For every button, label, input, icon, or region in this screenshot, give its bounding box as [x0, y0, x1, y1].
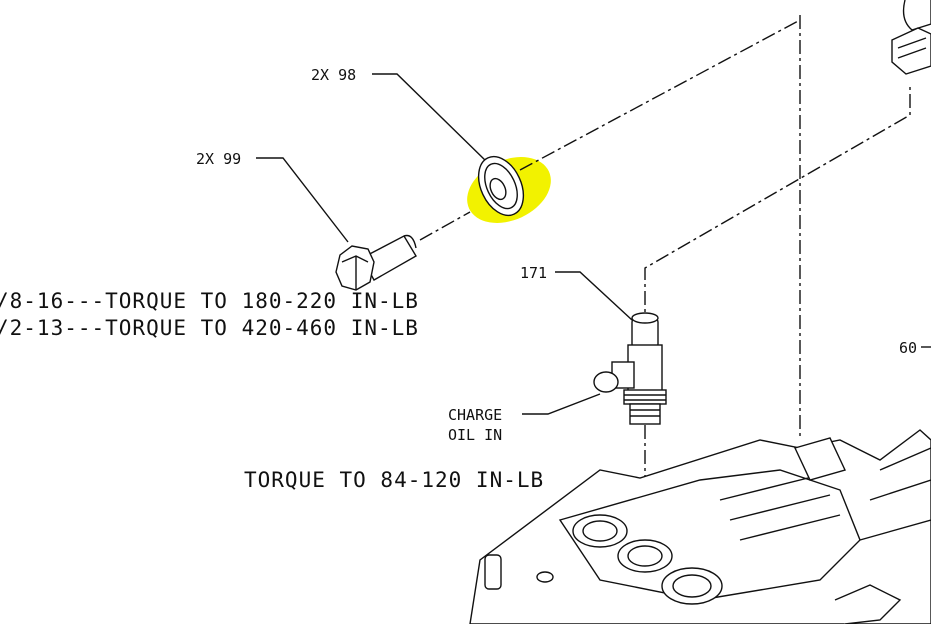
torque-note-a: /8-16---TORQUE TO 180-220 IN-LB	[0, 289, 419, 313]
callout-bolt: 2X 99	[196, 150, 241, 168]
callout-charge-line1: CHARGE	[448, 406, 502, 424]
leader-washer	[372, 73, 488, 163]
callout-right-edge: 60	[899, 339, 917, 357]
leader-bolt	[256, 157, 349, 243]
washer-part	[477, 155, 525, 217]
hose-fitting-part	[891, 0, 931, 75]
callout-tee-fitting: 171	[520, 264, 547, 282]
torque-note-fitting: TORQUE TO 84-120 IN-LB	[244, 468, 544, 492]
leader-fitting	[555, 271, 633, 321]
leader-charge	[522, 393, 601, 415]
washer-axis-line	[419, 19, 801, 241]
torque-note-b: /2-13---TORQUE TO 420-460 IN-LB	[0, 316, 419, 340]
pump-body	[469, 429, 931, 624]
bolt-part	[335, 234, 417, 291]
callout-washer: 2X 98	[311, 66, 356, 84]
fitting-phantom-line	[644, 85, 911, 330]
tee-fitting-part	[593, 312, 667, 425]
callout-charge-line2: OIL IN	[448, 426, 502, 444]
